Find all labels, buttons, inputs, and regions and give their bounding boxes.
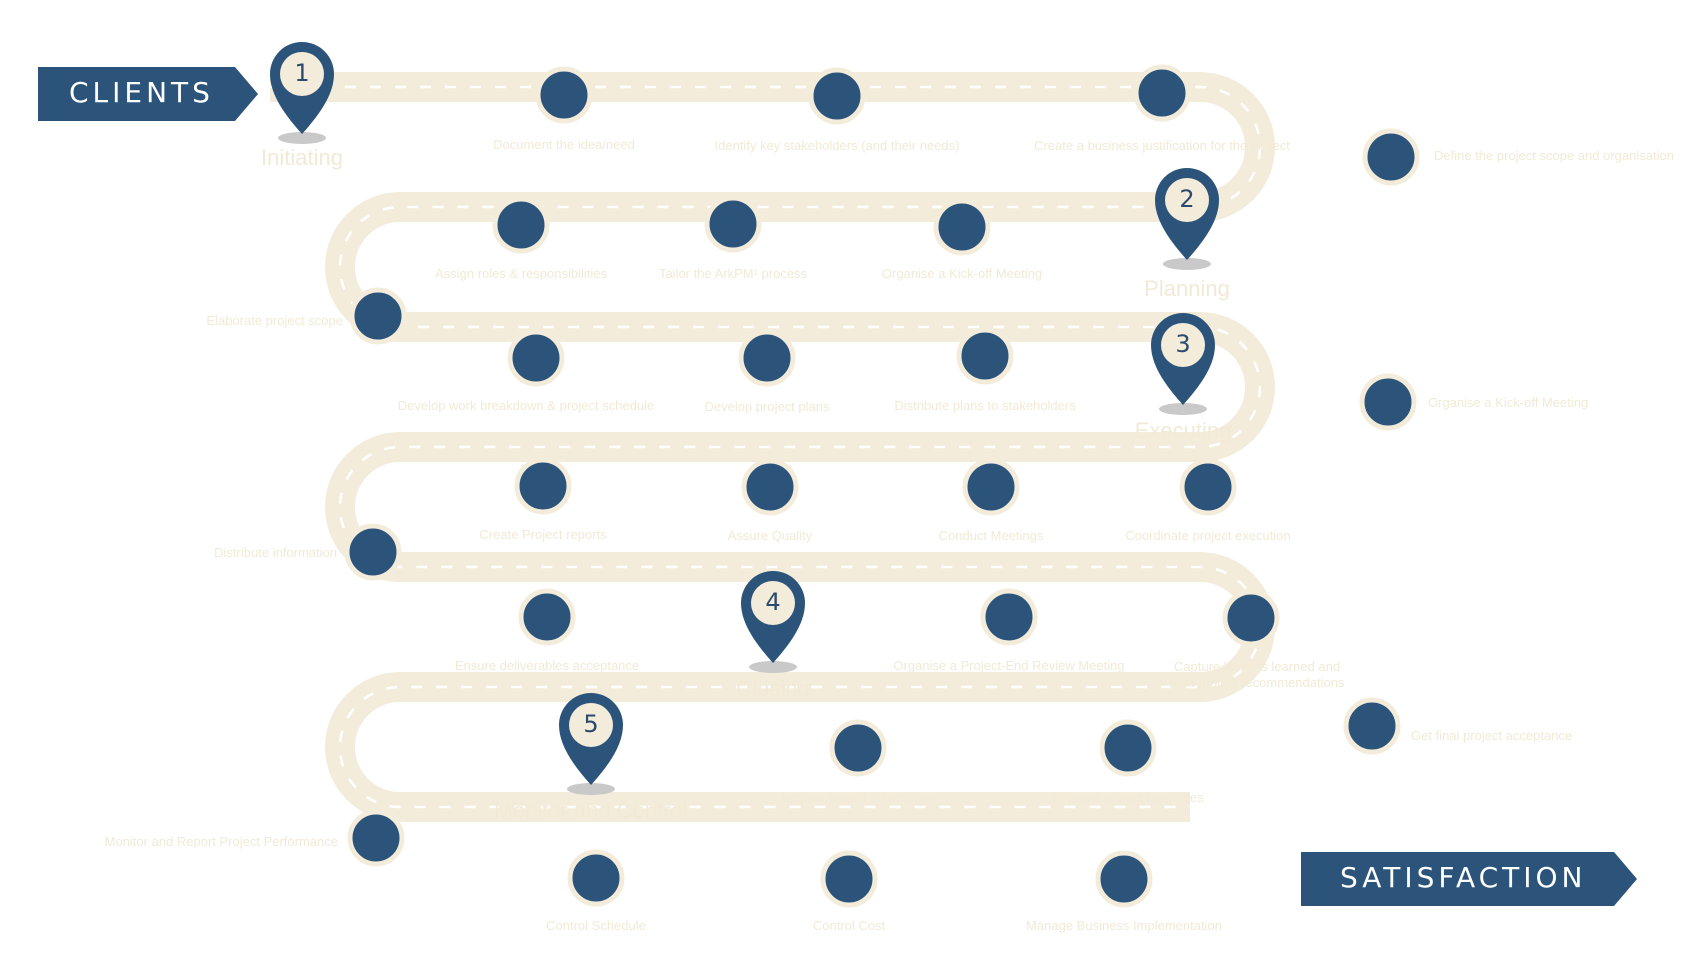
- milestone-node-24: [347, 809, 405, 867]
- pin-shadow-3: [1159, 403, 1207, 415]
- phase-title-3: Executing: [1134, 418, 1232, 443]
- milestone-node-10: [738, 329, 796, 387]
- milestone-node-7: [933, 198, 991, 256]
- milestone-node-27: [1095, 850, 1153, 908]
- milestone-node-20: [1222, 589, 1280, 647]
- milestone-node-2: [808, 67, 866, 125]
- milestone-node-21: [1343, 697, 1401, 755]
- phase-title-5: Monitor and Control: [494, 798, 688, 823]
- phase-title-4: Closing: [736, 676, 810, 701]
- milestone-node-12: [1359, 373, 1417, 431]
- milestone-label-4: Define the project scope and organisatio…: [1434, 148, 1674, 163]
- milestone-node-11: [956, 327, 1014, 385]
- milestone-label-7: Organise a Kick-off Meeting: [881, 266, 1043, 281]
- milestone-node-17: [344, 523, 402, 581]
- milestone-node-18: [518, 588, 576, 646]
- milestone-label-21: Get final project acceptance: [1411, 728, 1573, 743]
- milestone-label-23: Release project resources: [1052, 790, 1204, 805]
- milestone-node-15: [962, 458, 1020, 516]
- pin-shadow-2: [1163, 258, 1211, 270]
- milestone-label-6: Tailor the ArkPM¹ process: [658, 266, 808, 281]
- milestone-label-2: Identify key stakeholders (and their nee…: [714, 138, 960, 153]
- milestone-label-1: Document the idea/need: [493, 137, 635, 152]
- phase-pin-face-4: [751, 581, 795, 625]
- milestone-node-13: [514, 457, 572, 515]
- clients-banner-text: CLIENTS: [69, 76, 214, 109]
- pin-shadow-1: [278, 132, 326, 144]
- milestone-node-3: [1133, 64, 1191, 122]
- milestone-node-5: [492, 196, 550, 254]
- phase-number-1: 1: [294, 59, 310, 87]
- milestone-node-22: [829, 719, 887, 777]
- pin-shadow-5: [567, 783, 615, 795]
- milestone-label-17: Distribute information: [214, 545, 337, 560]
- milestone-label-14: Assure Quality: [727, 528, 813, 543]
- phase-number-5: 5: [583, 710, 599, 738]
- phase-title-1: Initiating: [261, 145, 343, 170]
- milestone-label-19: Organise a Project-End Review Meeting: [893, 658, 1125, 673]
- phase-pin-face-2: [1165, 178, 1209, 222]
- phase-title-2: Planning: [1144, 276, 1230, 301]
- satisfaction-banner: [1301, 852, 1637, 906]
- milestone-node-26: [820, 850, 878, 908]
- milestone-node-23: [1099, 719, 1157, 777]
- milestone-label-27: Manage Business Implementation: [1026, 918, 1222, 933]
- milestone-node-16: [1179, 458, 1237, 516]
- milestone-label-10: Develop project plans: [704, 399, 830, 414]
- milestone-node-1: [535, 66, 593, 124]
- road-centerline: [270, 85, 1262, 809]
- milestone-label-12: Organise a Kick-off Meeting: [1428, 395, 1589, 410]
- milestone-node-14: [741, 458, 799, 516]
- milestone-label-11: Distribute plans to stakeholders: [894, 398, 1076, 413]
- milestone-node-19: [980, 588, 1038, 646]
- milestone-label-25: Control Schedule: [546, 918, 646, 933]
- pin-shadow-4: [749, 661, 797, 673]
- clients-banner: [38, 67, 258, 121]
- milestone-node-9: [507, 329, 565, 387]
- milestone-label-26: Control Cost: [812, 918, 886, 933]
- milestone-node-8: [349, 287, 407, 345]
- phase-number-4: 4: [765, 588, 781, 616]
- milestone-label-15: Conduct Meetings: [938, 528, 1044, 543]
- milestone-label-5: Assign roles & responsibilities: [435, 266, 607, 281]
- satisfaction-banner-text: SATISFACTION: [1340, 861, 1587, 894]
- milestone-label-24: Monitor and Report Project Performance: [104, 834, 338, 849]
- milestone-node-25: [567, 849, 625, 907]
- phase-pin-face-3: [1161, 323, 1205, 367]
- phase-number-3: 3: [1175, 330, 1191, 358]
- phase-pin-face-1: [280, 52, 324, 96]
- milestone-label-13: Create Project reports: [479, 527, 607, 542]
- milestone-label-8: Elaborate project scope: [206, 313, 343, 328]
- milestone-node-6: [704, 195, 762, 253]
- phase-pin-face-5: [569, 703, 613, 747]
- milestone-label-18: Ensure deliverables acceptance: [454, 658, 640, 673]
- milestone-label-16: Coordinate project execution: [1125, 528, 1291, 543]
- milestone-label-9: Develop work breakdown & project schedul…: [397, 398, 655, 413]
- milestone-label-3: Create a business justification for the …: [1034, 138, 1290, 153]
- phase-number-2: 2: [1179, 185, 1195, 213]
- milestone-label-20: Capture lessons learned and post-project…: [1169, 659, 1345, 690]
- milestone-node-4: [1362, 128, 1420, 186]
- milestone-label-22: Archive project information: [781, 790, 935, 805]
